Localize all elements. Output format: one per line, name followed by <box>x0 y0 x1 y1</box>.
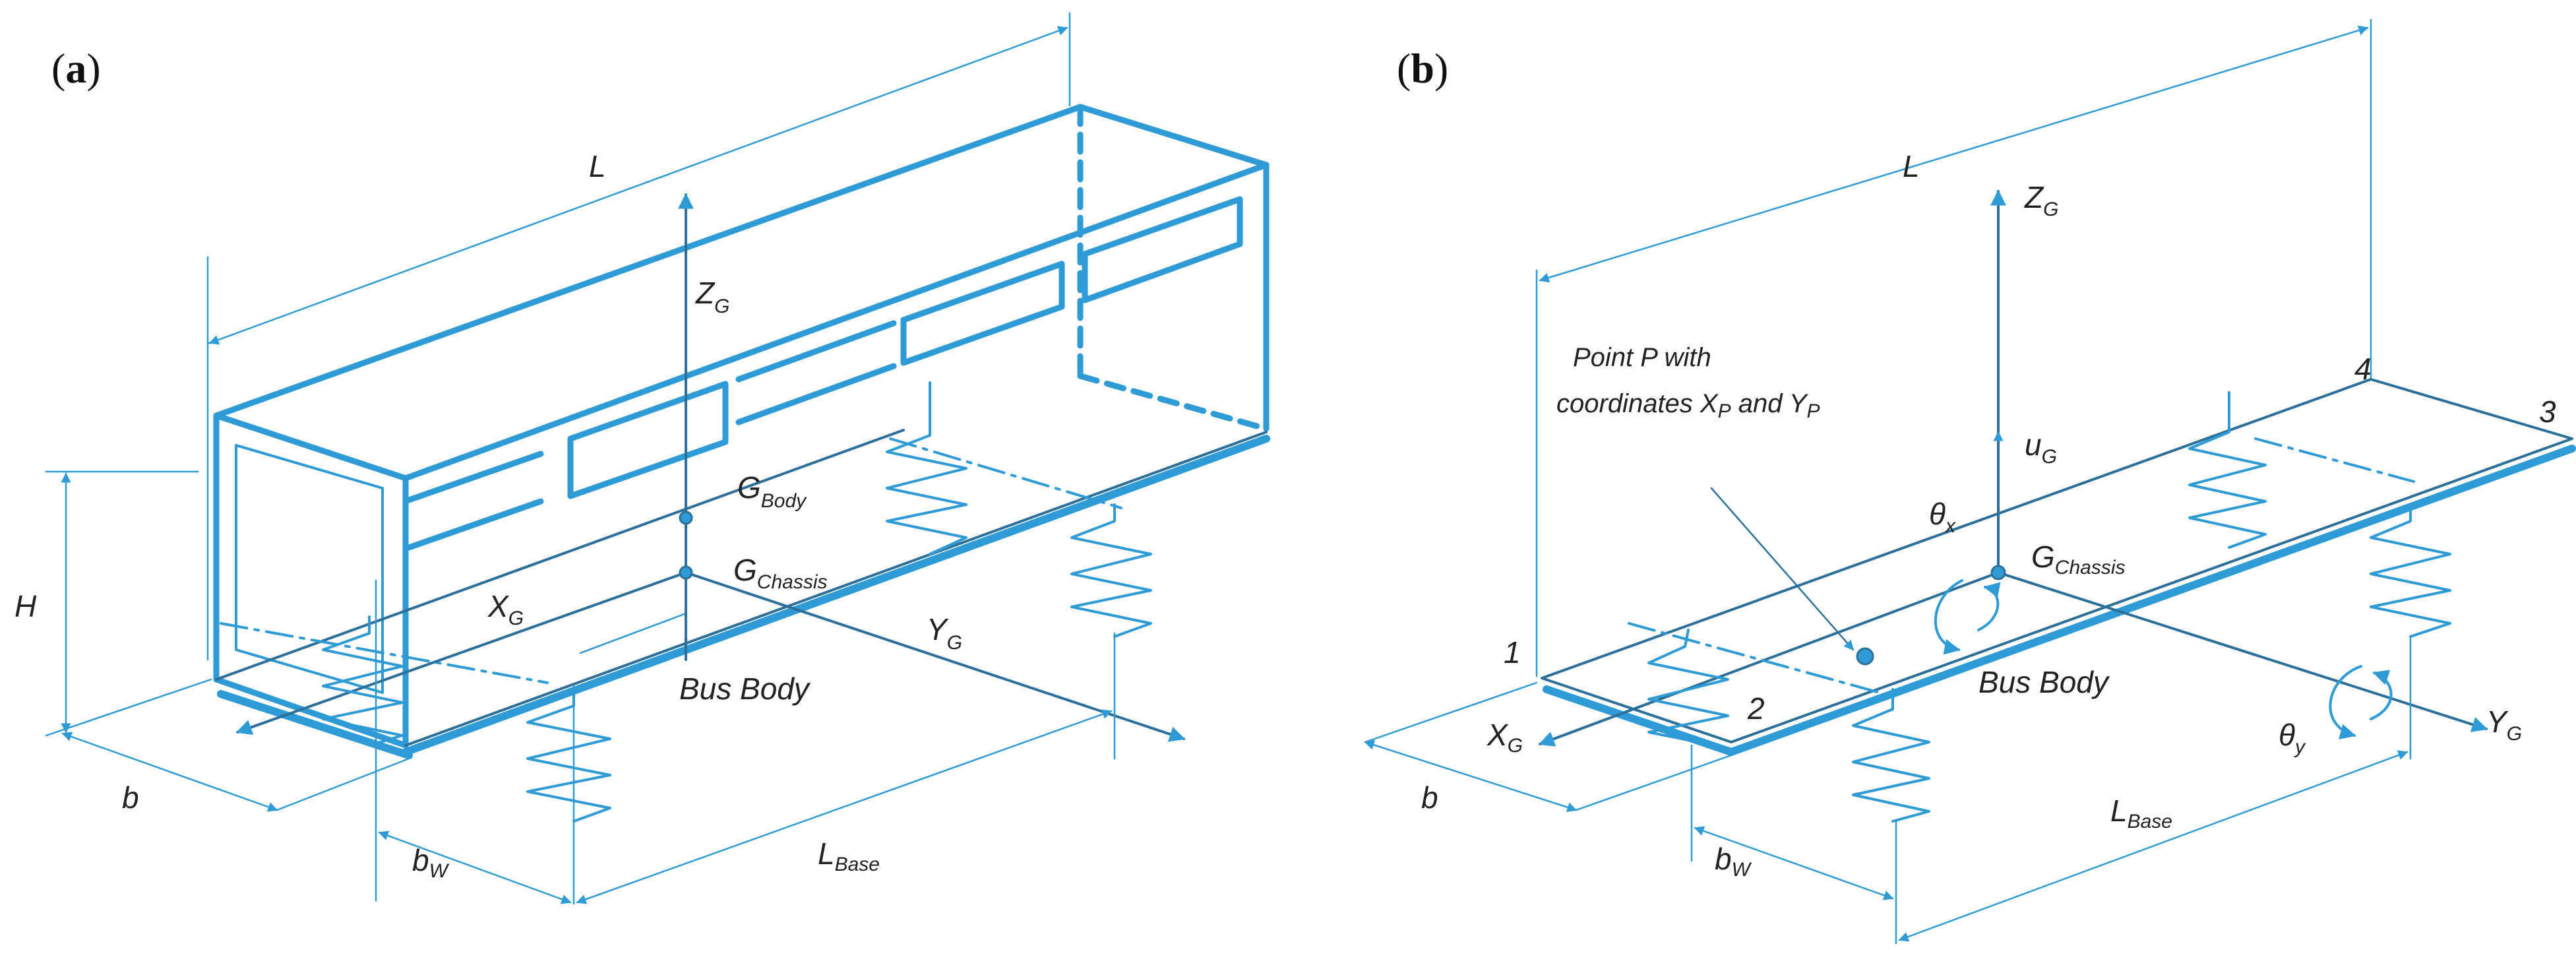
panel-b-lbase-label: LBase <box>2110 794 2172 832</box>
panel-a-window-1b <box>406 498 544 551</box>
panel-a-bw-label: bW <box>412 843 450 882</box>
panel-a-length-dimension <box>208 26 1068 345</box>
panel-a-spring-front-right <box>526 688 611 823</box>
panel-b-point-text-line2: coordinates XP and YP <box>1556 389 1820 422</box>
panel-b-width-dimension <box>1364 739 1578 813</box>
panel-b-theta-y-rotation <box>2329 665 2362 739</box>
panel-b-corner-1: 1 <box>1504 635 1521 670</box>
panel-a-y-label: YG <box>927 612 962 654</box>
panel-b-bus-body-label: Bus Body <box>1978 665 2110 699</box>
panel-b-theta-y-rotation-b <box>2370 670 2393 720</box>
panel-b-y-axis <box>1997 571 2488 732</box>
panel-b-label: (b) <box>1397 45 1448 92</box>
panel-a-front-axle-line <box>220 622 549 684</box>
panel-b-spring-front-left <box>1647 629 1729 747</box>
panel-b-rear-axle-line <box>2254 437 2415 483</box>
panel-a-width-dimension <box>61 732 278 812</box>
panel-a-spring-rear-left <box>886 381 967 555</box>
panel-a-bus-body-label: Bus Body <box>679 672 811 706</box>
panel-b-bw-label: bW <box>1715 842 1752 881</box>
panel-b-spring-front-right <box>1852 688 1930 823</box>
panel-a-label: (a) <box>51 45 101 92</box>
panel-a-rear-axle-line <box>889 437 1122 509</box>
panel-b-u-label: uG <box>2025 427 2057 468</box>
panel-a-height-label: H <box>15 589 37 623</box>
panel-b-point-p <box>1856 647 1874 666</box>
panel-a-top-rear-edge <box>1077 104 1270 168</box>
panel-a-chassis-front <box>217 690 413 759</box>
panel-b-spring-rear-left <box>2188 391 2267 549</box>
panel-a-top-back-edge <box>213 104 1084 419</box>
panel-a-g-body-point <box>679 511 693 525</box>
panel-b-theta-x-rotation-b <box>1977 582 2001 631</box>
panel-b-length-label: L <box>1903 149 1920 183</box>
panel-a-window-4 <box>900 261 1065 366</box>
panel-b-bw-dimension <box>1694 826 1894 900</box>
panel-a-width-ext <box>276 757 410 811</box>
panel-a-front-window <box>235 444 384 694</box>
panel-b-theta-x-label: θx <box>1929 497 1956 537</box>
panel-b-corner-2: 2 <box>1747 691 1765 726</box>
panel-a-inner-floor <box>579 612 687 654</box>
panel-a-chassis-rail <box>402 435 1270 756</box>
panel-b-lbase-dimension <box>1898 750 2408 942</box>
panel-a-z-label: ZG <box>695 276 729 317</box>
panel-a-g-chassis-label: GChassis <box>733 553 827 593</box>
panel-b-width-label: b <box>1421 780 1438 815</box>
panel-b: (b) <box>1364 18 2576 945</box>
panel-a-lbase-label: LBase <box>818 836 880 875</box>
panel-a-x-axis <box>235 571 687 736</box>
panel-a-top-front-edge <box>402 162 1270 482</box>
panel-b-x-axis <box>1538 571 2000 747</box>
panel-b-g-chassis-point <box>1990 565 2006 580</box>
panel-a-front-face <box>213 412 409 749</box>
panel-a-window-3b <box>735 363 897 425</box>
panel-a-lbase-dimension <box>576 709 1113 904</box>
panel-a-g-body-label: GBody <box>737 470 807 512</box>
panel-a-width-label: b <box>122 780 139 815</box>
panel-b-point-leader <box>1710 487 1855 651</box>
panel-b-point-text-line1: Point P with <box>1573 343 1711 372</box>
panel-b-theta-y-label: θy <box>2279 718 2306 758</box>
panel-b-x-label: XG <box>1487 718 1523 757</box>
panel-a-bottom-back-edge <box>215 429 905 681</box>
panel-b-width-ext-a <box>1364 681 1538 743</box>
panel-a-x-label: XG <box>487 589 524 629</box>
panel-a-spring-rear-right <box>1070 503 1152 638</box>
panel-b-corner-3: 3 <box>2539 394 2556 429</box>
panel-b-spring-rear-right <box>2370 503 2451 638</box>
panel-b-y-label: YG <box>2486 705 2522 745</box>
panel-a-bw-dimension <box>378 830 572 904</box>
panel-b-plate-side-rail <box>1727 445 2576 756</box>
panel-a-h-ext-bottom <box>45 678 212 737</box>
panel-a-window-5 <box>1082 196 1243 303</box>
panel-b-plate <box>1541 378 2573 743</box>
panel-a-window-2 <box>567 381 729 499</box>
panel-a-y-axis <box>685 571 1186 742</box>
panel-b-g-chassis-label: GChassis <box>2031 540 2125 579</box>
panel-b-corner-4: 4 <box>2354 352 2372 386</box>
panel-b-z-label: ZG <box>2024 180 2058 220</box>
panel-b-width-ext-b <box>1575 754 1733 811</box>
panel-a-bottom-front-edge <box>404 431 1268 747</box>
panel-a-length-label: L <box>589 149 606 183</box>
panel-a-window-3 <box>735 320 897 383</box>
panel-b-theta-x-rotation <box>1934 579 1963 655</box>
panel-a: (a) <box>15 12 1270 905</box>
panel-b-length-dimension <box>1539 25 2369 283</box>
panel-a-rear-hidden-bottom <box>1077 373 1270 432</box>
panel-a-g-chassis-point <box>679 565 693 580</box>
panel-a-window-1 <box>406 451 544 503</box>
panel-b-front-axle-line <box>1628 622 1881 694</box>
